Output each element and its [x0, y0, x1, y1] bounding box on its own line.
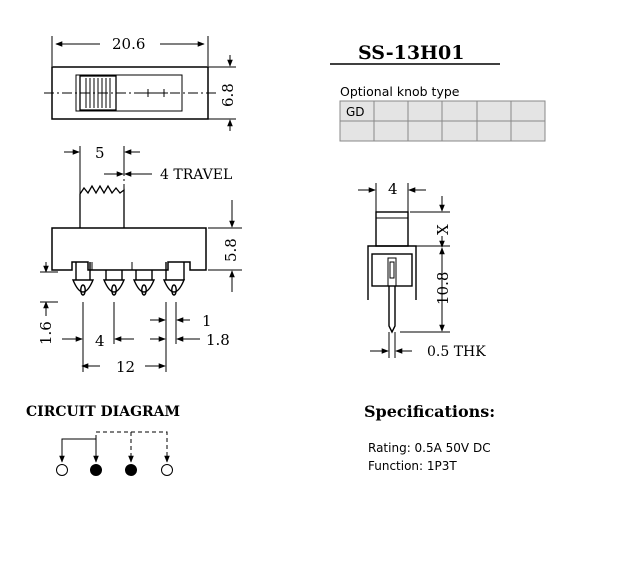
dim-4-spacing: 4 [95, 332, 105, 350]
dim-thickness: 0.5 THK [427, 344, 486, 360]
terminal-closed [125, 464, 137, 476]
front-view [40, 146, 242, 372]
knob-table [339, 100, 546, 142]
dim-1-8: 1.8 [206, 331, 230, 349]
dim-1: 1 [202, 312, 212, 330]
top-view [44, 36, 236, 131]
terminal-open-2 [161, 464, 173, 476]
spec-rating: Rating: 0.5A 50V DC [368, 441, 491, 455]
dim-4-travel: 4 TRAVEL [160, 167, 232, 183]
dim-5: 5 [95, 144, 105, 162]
circuit-title: CIRCUIT DIAGRAM [26, 404, 180, 420]
dim-10-8: 10.8 [434, 272, 452, 305]
dim-x: X [434, 224, 452, 235]
dim-4-side: 4 [388, 180, 398, 198]
dim-20-6: 20.6 [112, 35, 145, 53]
terminal-open-1 [56, 464, 68, 476]
part-number: SS-13H01 [358, 42, 464, 64]
circuit-diagram [56, 431, 173, 476]
knob-cell-gd: GD [346, 105, 365, 119]
spec-function: Function: 1P3T [368, 459, 457, 473]
dim-12: 12 [116, 358, 135, 376]
side-view [358, 183, 450, 358]
dim-5-8: 5.8 [222, 238, 240, 262]
knob-table-title: Optional knob type [340, 84, 460, 99]
dim-6-8: 6.8 [219, 83, 237, 107]
specs-title: Specifications: [364, 402, 495, 421]
terminal-common [90, 464, 102, 476]
dim-1-6: 1.6 [37, 321, 55, 345]
